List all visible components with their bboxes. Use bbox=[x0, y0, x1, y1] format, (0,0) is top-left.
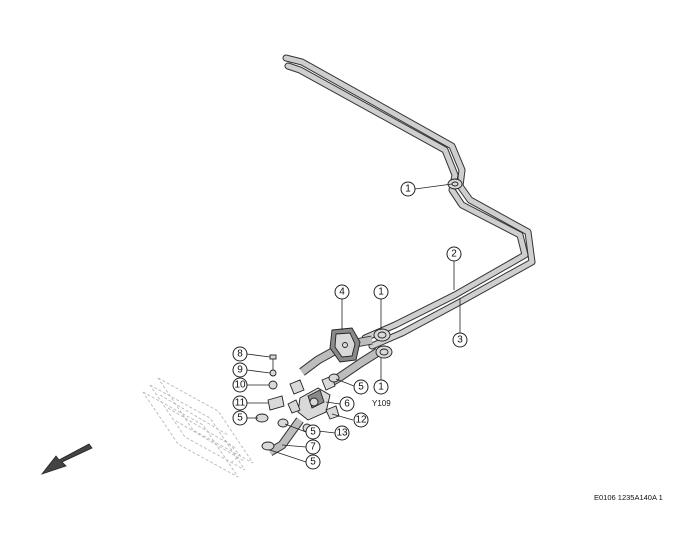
pipe-clamp-upper bbox=[447, 178, 463, 190]
fasteners bbox=[267, 354, 285, 411]
callout-9-text: 9 bbox=[237, 365, 243, 376]
callout-9: 9 bbox=[232, 362, 271, 378]
callout-5-left: 5 bbox=[232, 410, 258, 426]
callout-3-text: 3 bbox=[457, 335, 463, 346]
callout-5-bottom-text: 5 bbox=[310, 457, 316, 468]
callout-8: 8 bbox=[232, 346, 271, 362]
callout-1-upper: 1 bbox=[400, 181, 453, 197]
callout-4: 4 bbox=[334, 284, 350, 330]
callout-3: 3 bbox=[452, 298, 468, 348]
callout-12: 12 bbox=[331, 412, 369, 428]
callout-2: 2 bbox=[446, 246, 462, 290]
callout-5-center: 5 bbox=[284, 423, 321, 440]
callout-13-text: 13 bbox=[336, 428, 348, 439]
callout-10: 10 bbox=[232, 377, 269, 393]
component-label-y109: Y109 bbox=[372, 399, 391, 408]
coolant-pipe-pair bbox=[282, 54, 536, 350]
mounting-bracket bbox=[329, 327, 361, 363]
callout-7: 7 bbox=[281, 439, 321, 455]
callout-5-right-text: 5 bbox=[358, 382, 364, 393]
front-direction-arrow-icon bbox=[40, 443, 93, 475]
callout-5-bottom: 5 bbox=[269, 449, 321, 470]
callout-5-center-text: 5 bbox=[310, 427, 316, 438]
callout-11: 11 bbox=[232, 395, 268, 411]
callout-1-mid-text: 1 bbox=[378, 287, 384, 298]
callout-5-left-text: 5 bbox=[237, 413, 243, 424]
callout-1-lower-text: 1 bbox=[378, 382, 384, 393]
callout-11-text: 11 bbox=[235, 398, 246, 409]
solenoid-valve bbox=[287, 375, 340, 421]
callout-5-right: 5 bbox=[335, 378, 369, 395]
callout-6-text: 6 bbox=[344, 399, 350, 410]
radiator-outline bbox=[142, 377, 254, 478]
callout-6: 6 bbox=[325, 396, 355, 412]
callout-1-lower: 1 bbox=[373, 358, 389, 395]
reference-code: E0106 1235A140A 1 bbox=[594, 493, 663, 502]
callout-10-text: 10 bbox=[234, 380, 246, 391]
hose-clamps bbox=[373, 328, 393, 359]
callout-4-text: 4 bbox=[339, 287, 345, 298]
callout-1-mid: 1 bbox=[373, 284, 389, 330]
callout-2-text: 2 bbox=[451, 249, 457, 260]
callout-12-text: 12 bbox=[355, 415, 367, 426]
callout-1-upper-text: 1 bbox=[405, 184, 411, 195]
callout-7-text: 7 bbox=[310, 442, 316, 453]
callout-8-text: 8 bbox=[237, 349, 243, 360]
